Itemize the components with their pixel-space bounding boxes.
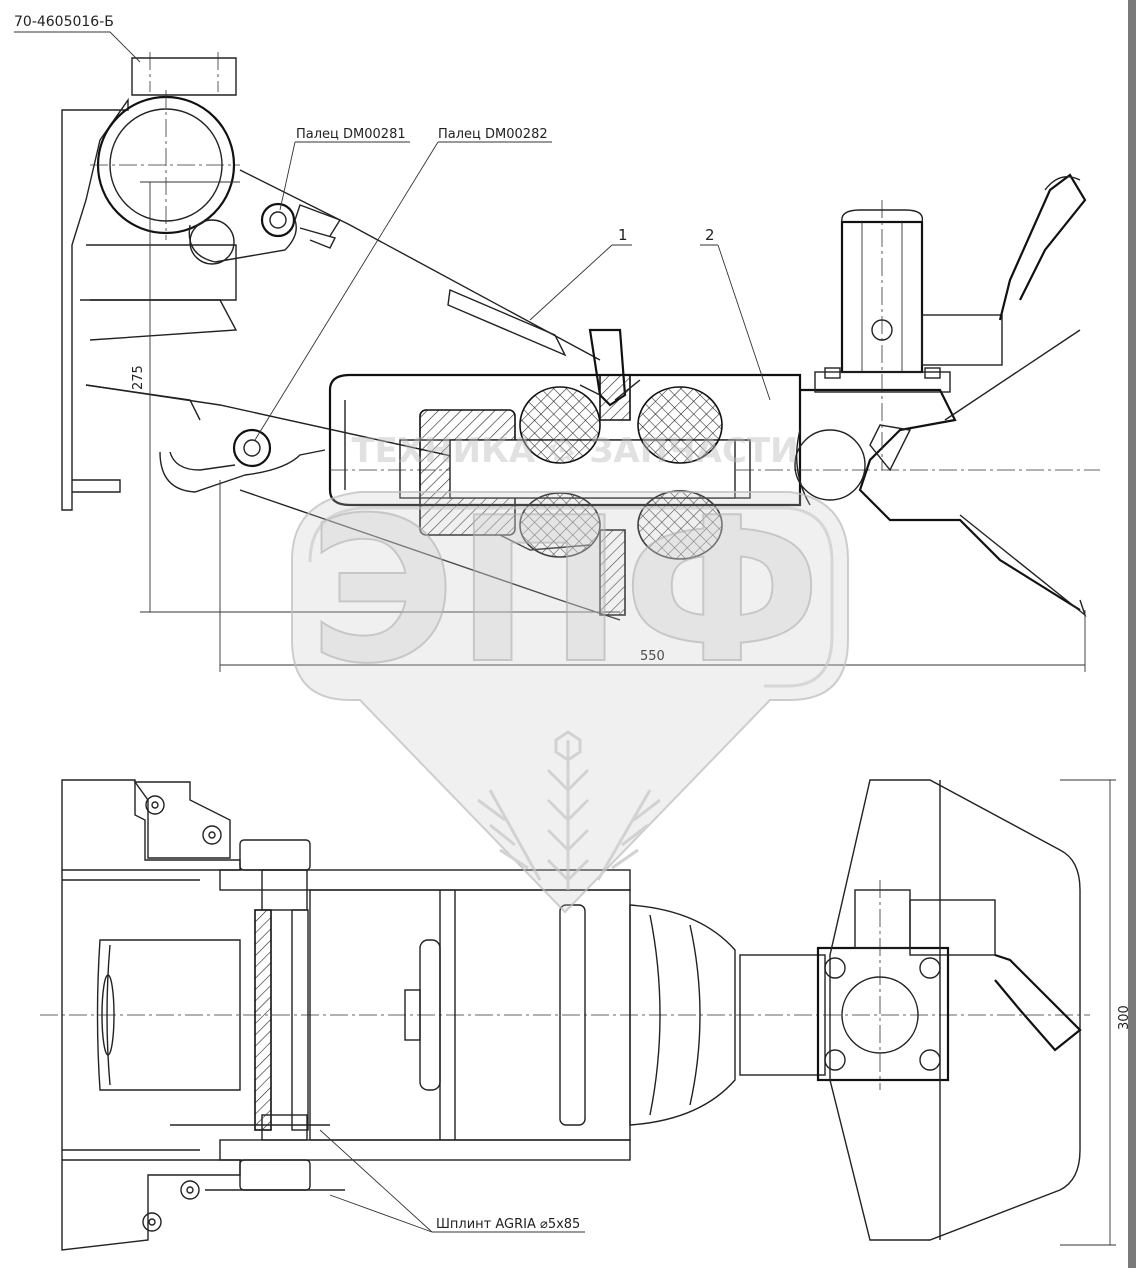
watermark-logo-letters: ЭПФ (309, 475, 822, 708)
part-number-label: 70-4605016-Б (14, 14, 114, 30)
dim-length-label: 550 (640, 649, 665, 664)
watermark-shield (291, 491, 849, 914)
watermark: ЭПФ ТЕХНИКА ⚙ ЗАПЧАСТИ (291, 431, 849, 914)
dim-width-label: 300 (1117, 1005, 1128, 1030)
clevis-plate-bottom (219, 1139, 631, 1161)
dim-height-label: 275 (131, 365, 146, 390)
part-number-leader (14, 31, 141, 63)
wheat-emblem (477, 730, 661, 890)
hitch-housing (328, 373, 802, 507)
plan-view: 300 Шплинт AGRIA ⌀5х85 (40, 779, 1132, 1251)
watermark-brand-text: ТЕХНИКА ⚙ ЗАПЧАСТИ (351, 431, 798, 471)
mount-block-lower (61, 1159, 241, 1251)
callout-2-label: 2 (705, 226, 715, 244)
latch-block (816, 946, 950, 1082)
release-handle (998, 173, 1087, 321)
callout-1-label: 1 (618, 226, 628, 244)
pin-upper (260, 202, 296, 238)
bellows (629, 904, 736, 1126)
jaw-plate (829, 779, 1081, 1241)
pin-right-label: Палец DM00282 (438, 127, 548, 142)
pin-left-label: Палец DM00281 (296, 127, 406, 142)
handle-plan (994, 953, 1082, 1052)
hitch-jaw (800, 388, 1081, 611)
bracket-lug (131, 57, 237, 96)
bracket-plate (61, 97, 129, 511)
rubber-element-1 (519, 386, 601, 464)
side-view: 275 550 70-4605016-Б Палец DM00281 Палец… (14, 14, 1100, 672)
drawbar-slot (447, 288, 567, 357)
cotter-pin-label: Шплинт AGRIA ⌀5х85 (436, 1217, 580, 1232)
mount-block-upper (61, 779, 241, 871)
rubber-element-2 (637, 386, 723, 464)
pin-bolt-left (254, 909, 272, 1131)
pin-lower (232, 428, 272, 468)
pivot-block (96, 939, 241, 1091)
shaft-housing (739, 954, 826, 1076)
pin-bolt-right (291, 909, 309, 1131)
